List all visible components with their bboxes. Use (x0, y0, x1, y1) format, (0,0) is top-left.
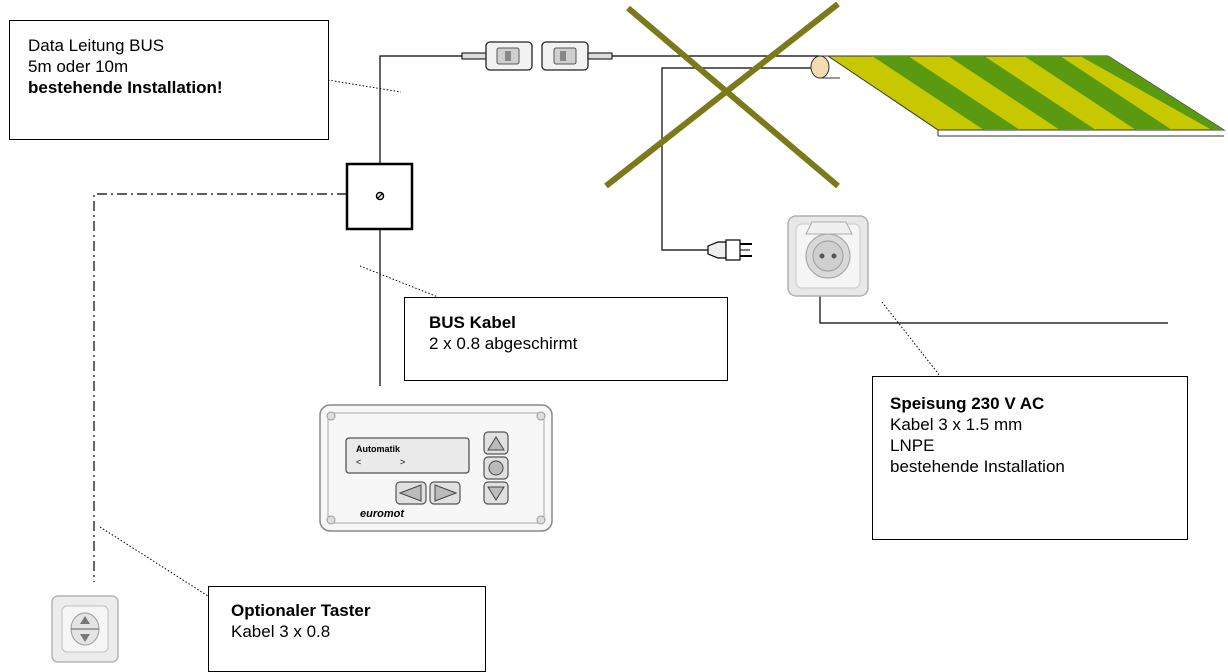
bus-cable-line1: 2 x 0.8 abgeschirmt (429, 334, 578, 353)
button-callout: Optionaler Taster Kabel 3 x 0.8 (208, 586, 486, 672)
button-leader (99, 526, 209, 597)
controller-display-title: Automatik (356, 444, 401, 454)
data-cable-line3: bestehende Installation! (28, 78, 223, 97)
junction-box-icon (345, 162, 414, 231)
data-cable-leader (327, 79, 402, 93)
power-leader (881, 301, 941, 377)
power-title: Speisung 230 V AC (890, 394, 1045, 413)
power-wire (661, 67, 1168, 324)
data-cable-line2: 5m oder 10m (28, 57, 129, 76)
data-cable-line1: Data Leitung BUS (28, 36, 165, 55)
power-line2: LNPE (890, 436, 935, 455)
controller-right-button[interactable] (429, 481, 461, 505)
controller-display-right: > (400, 457, 405, 467)
power-callout: Speisung 230 V AC Kabel 3 x 1.5 mm LNPE … (872, 376, 1188, 540)
bus-cable-title: BUS Kabel (429, 313, 516, 332)
controller-display-left: < (356, 457, 361, 467)
controller-left-button[interactable] (395, 481, 427, 505)
crossed-out-icon (604, 1, 840, 189)
connector-plug-icon (461, 41, 613, 71)
power-plug-icon (707, 239, 752, 261)
bus-wire (379, 55, 820, 386)
button-wire (93, 193, 347, 582)
controller-down-button[interactable] (483, 481, 509, 505)
awning-icon (810, 55, 1226, 137)
controller-brand-logo: euromot (360, 508, 405, 520)
power-line3: bestehende Installation (890, 457, 1065, 476)
controller-panel: Automatik < > euromot (319, 404, 553, 532)
button-line1: Kabel 3 x 0.8 (231, 622, 331, 641)
controller-display (345, 437, 470, 474)
bus-cable-callout: BUS Kabel 2 x 0.8 abgeschirmt (404, 297, 728, 381)
wall-switch-icon[interactable] (51, 595, 119, 663)
bus-cable-leader (359, 265, 439, 298)
data-cable-callout: Data Leitung BUS 5m oder 10m bestehende … (9, 20, 329, 140)
power-line1: Kabel 3 x 1.5 mm (890, 415, 1023, 434)
controller-up-button[interactable] (483, 431, 509, 455)
controller-ok-button[interactable] (483, 456, 509, 480)
button-title: Optionaler Taster (231, 601, 371, 620)
power-socket-icon (787, 215, 869, 297)
